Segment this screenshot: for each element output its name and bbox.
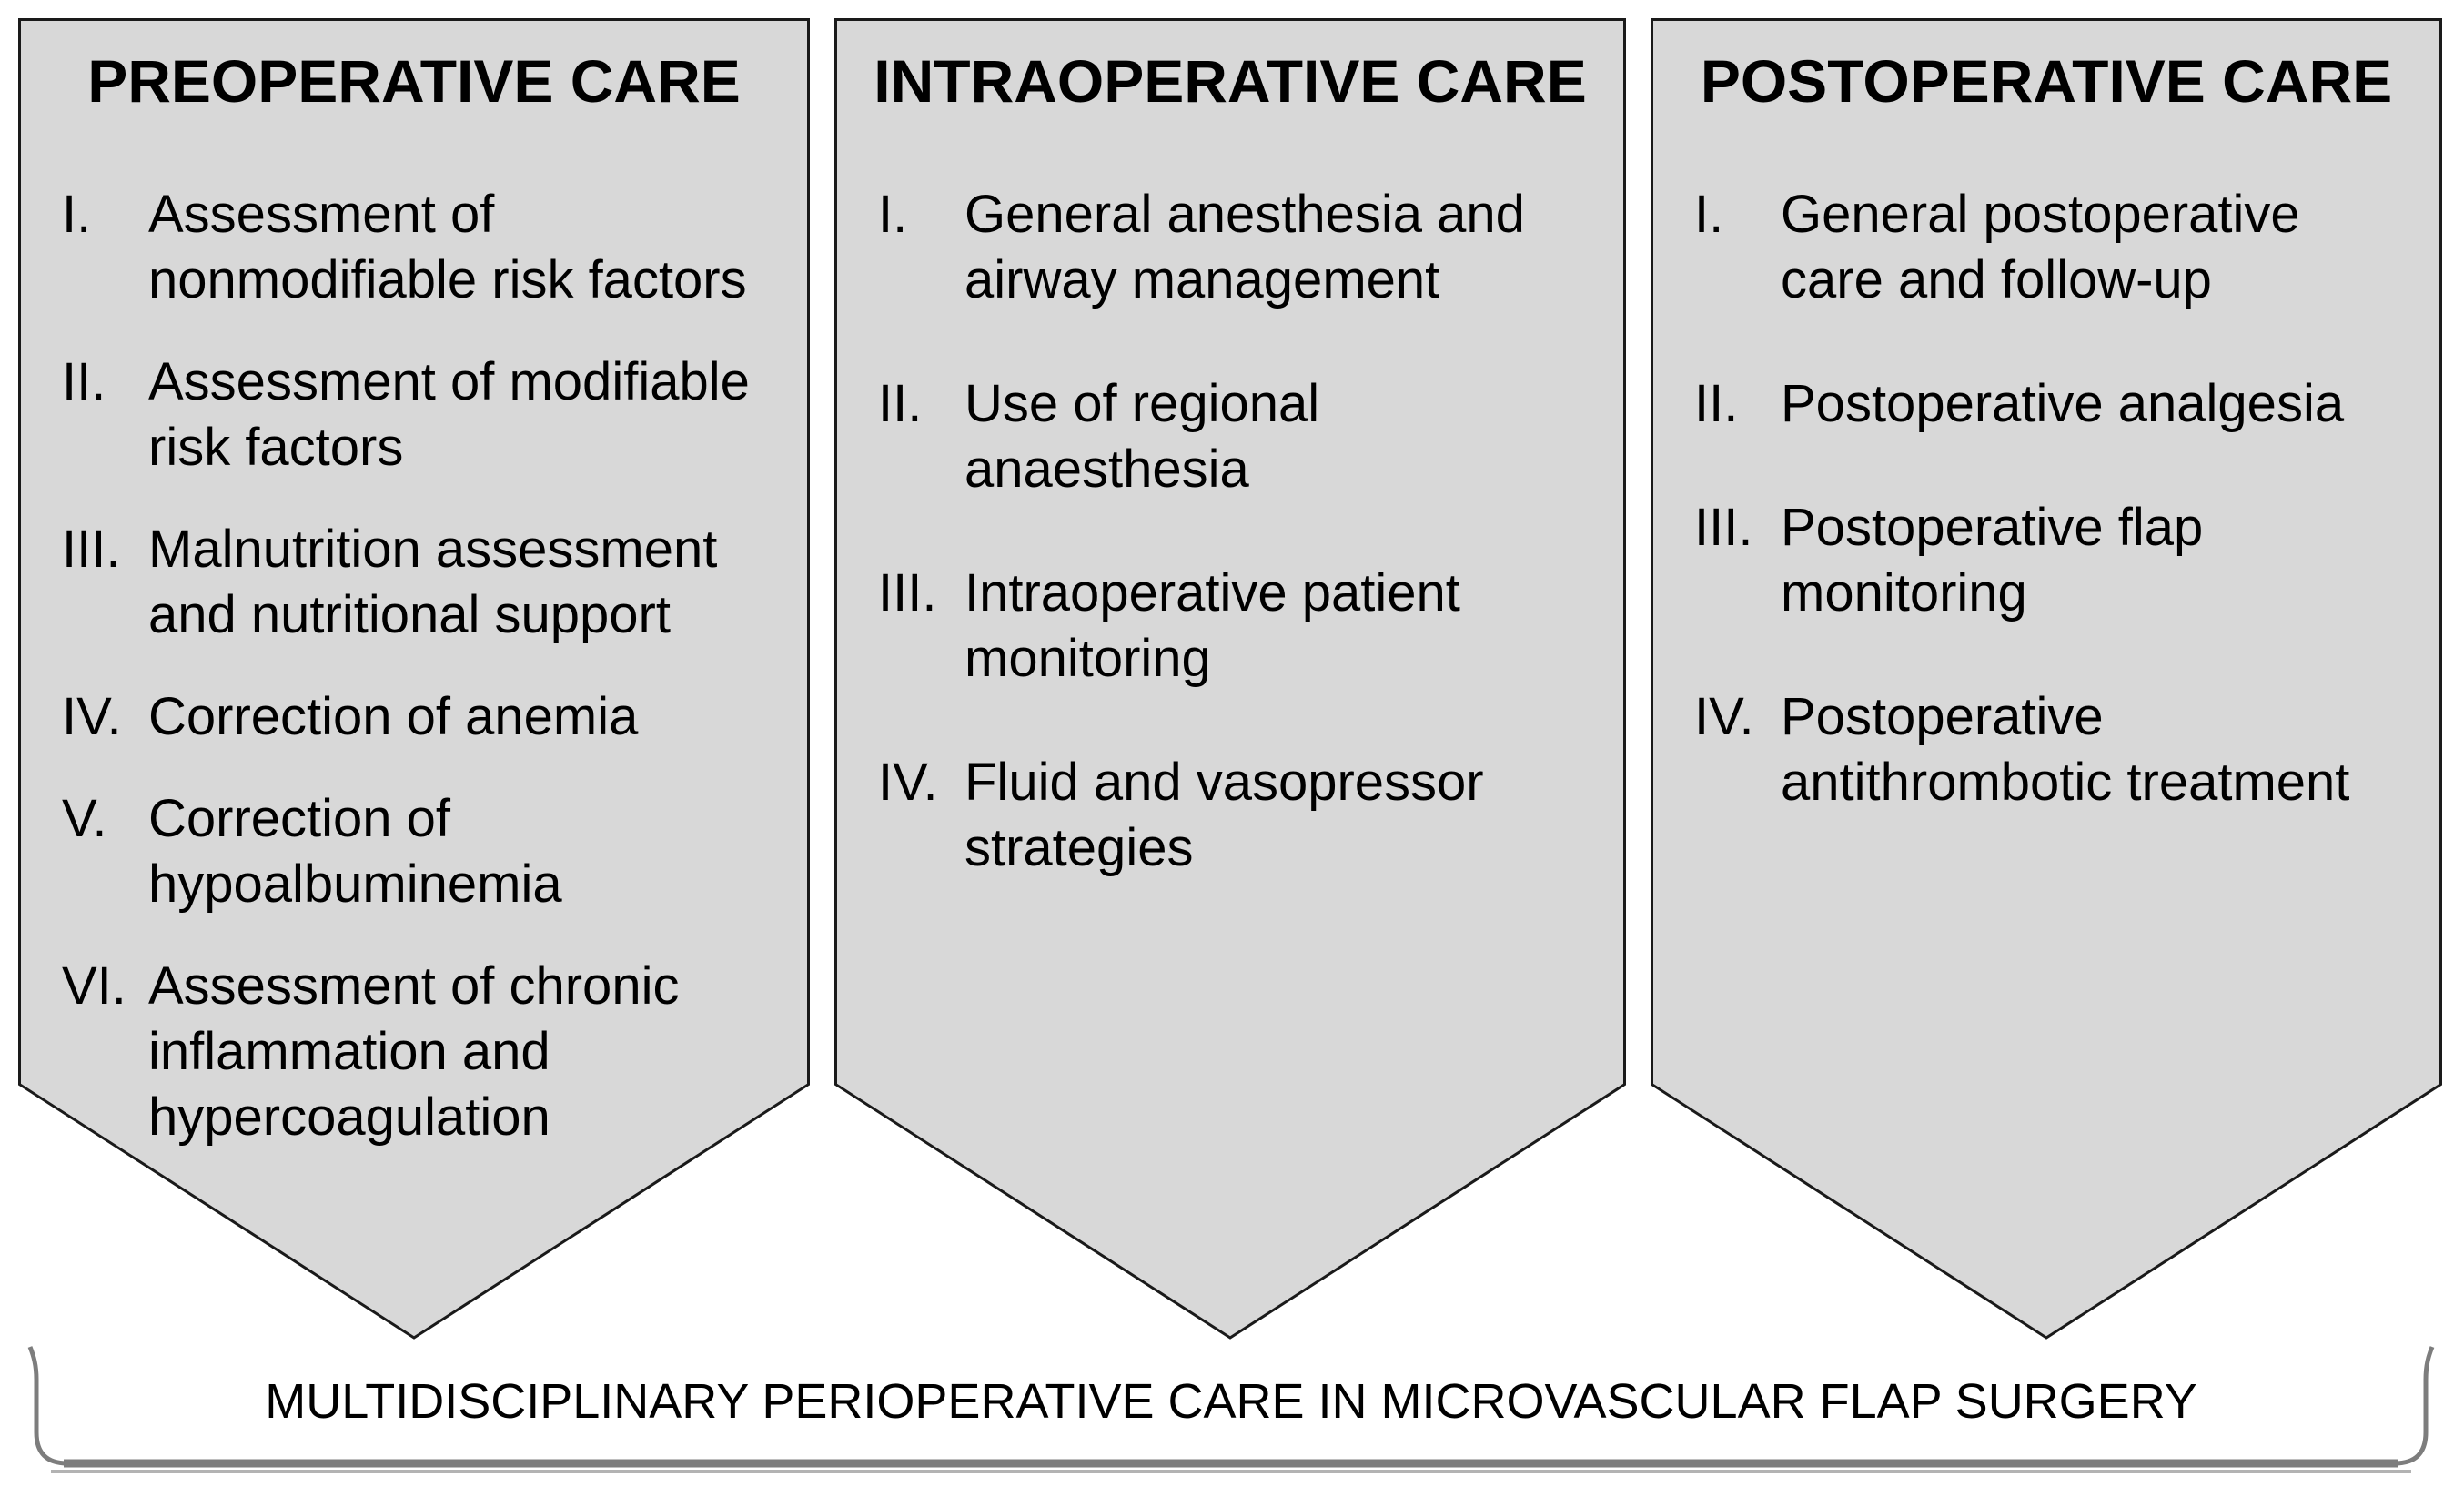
list-item-numeral: II. <box>1694 374 1739 433</box>
list-item: II. Use of regional anaesthesia <box>878 371 1604 502</box>
list-item-numeral: IV. <box>878 753 938 812</box>
list-item-text: Intraoperative patient monitoring <box>964 563 1460 688</box>
list-item-numeral: III. <box>878 563 937 622</box>
list-item-numeral: IV. <box>1694 687 1754 746</box>
down-arrow-shape <box>1651 18 2442 1340</box>
footer-label: MULTIDISCIPLINARY PERIOPERATIVE CARE IN … <box>265 1374 2197 1429</box>
list-item-numeral: II. <box>62 352 106 411</box>
list-item: I. General anesthesia and airway managem… <box>878 182 1604 313</box>
list-item-text: General anesthesia and airway management <box>964 185 1525 309</box>
list-item-numeral: IV. <box>62 687 122 746</box>
list-item-numeral: I. <box>62 185 92 244</box>
list-item-text: Assessment of chronic inflammation and h… <box>148 956 680 1147</box>
list-item: I. Assessment of nonmodifiable risk fact… <box>62 182 788 313</box>
bracket-shape <box>27 1346 2435 1473</box>
column-intraoperative-care: INTRAOPERATIVE CARE I. General anesthesi… <box>834 18 1626 1340</box>
numbered-list: I. General postoperative care and follow… <box>1672 182 2420 815</box>
list-item: II. Assessment of modifiable risk factor… <box>62 349 788 480</box>
list-item-text: Fluid and vasopressor strategies <box>964 753 1484 877</box>
column-preoperative-care: PREOPERATIVE CARE I. Assessment of nonmo… <box>18 18 810 1340</box>
column-title: POSTOPERATIVE CARE <box>1700 47 2393 115</box>
list-item: III. Postoperative flap monitoring <box>1694 495 2420 626</box>
list-item-numeral: I. <box>878 185 908 244</box>
footer-banner: MULTIDISCIPLINARY PERIOPERATIVE CARE IN … <box>24 1345 2439 1480</box>
column-content: POSTOPERATIVE CARE I. General postoperat… <box>1651 18 2442 815</box>
list-item: IV. Correction of anemia <box>62 684 788 750</box>
down-arrow-shape <box>18 18 810 1340</box>
list-item: VI. Assessment of chronic inflammation a… <box>62 954 788 1150</box>
column-postoperative-care: POSTOPERATIVE CARE I. General postoperat… <box>1651 18 2442 1340</box>
list-item-text: Malnutrition assessment and nutritional … <box>148 520 718 644</box>
list-item: I. General postoperative care and follow… <box>1694 182 2420 313</box>
list-item-text: Assessment of nonmodifiable risk factors <box>148 185 747 309</box>
list-item-text: General postoperative care and follow-up <box>1781 185 2300 309</box>
list-item: V. Correction of hypoalbuminemia <box>62 786 788 917</box>
column-title: PREOPERATIVE CARE <box>87 47 741 115</box>
down-arrow-shape <box>834 18 1626 1340</box>
arrow-columns: PREOPERATIVE CARE I. Assessment of nonmo… <box>18 18 2442 1340</box>
list-item-numeral: II. <box>878 374 923 433</box>
list-item: III. Malnutrition assessment and nutriti… <box>62 517 788 648</box>
list-item: IV. Postoperative antithrombotic treatme… <box>1694 684 2420 815</box>
column-content: PREOPERATIVE CARE I. Assessment of nonmo… <box>18 18 810 1150</box>
column-title: INTRAOPERATIVE CARE <box>874 47 1587 115</box>
list-item: II. Postoperative analgesia <box>1694 371 2420 437</box>
list-item-numeral: I. <box>1694 185 1724 244</box>
list-item-numeral: V. <box>62 789 107 848</box>
list-item-text: Correction of hypoalbuminemia <box>148 789 562 914</box>
numbered-list: I. General anesthesia and airway managem… <box>856 182 1604 881</box>
list-item: III. Intraoperative patient monitoring <box>878 561 1604 692</box>
list-item-numeral: III. <box>1694 498 1753 557</box>
list-item-numeral: VI. <box>62 956 126 1016</box>
list-item: IV. Fluid and vasopressor strategies <box>878 750 1604 881</box>
list-item-numeral: III. <box>62 520 121 579</box>
list-item-text: Use of regional anaesthesia <box>964 374 1320 499</box>
list-item-text: Postoperative analgesia <box>1781 374 2345 433</box>
list-item-text: Postoperative flap monitoring <box>1781 498 2204 622</box>
list-item-text: Assessment of modifiable risk factors <box>148 352 750 477</box>
column-content: INTRAOPERATIVE CARE I. General anesthesi… <box>834 18 1626 881</box>
list-item-text: Postoperative antithrombotic treatment <box>1781 687 2350 812</box>
list-item-text: Correction of anemia <box>148 687 639 746</box>
numbered-list: I. Assessment of nonmodifiable risk fact… <box>40 182 788 1150</box>
